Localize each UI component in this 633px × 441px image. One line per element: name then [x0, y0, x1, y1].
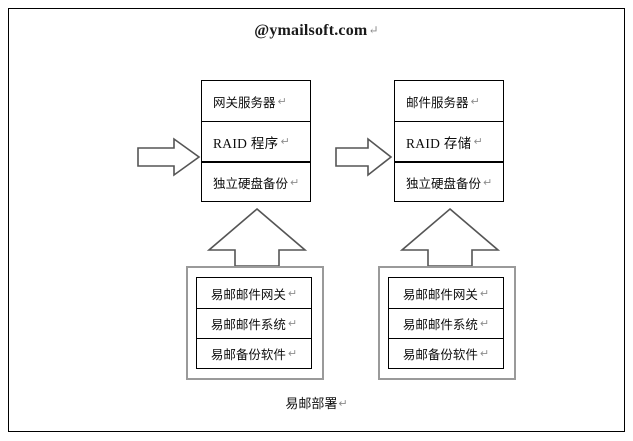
pilcrow-mark: ↵: [368, 23, 379, 37]
stack-row-label: 易邮邮件系统: [210, 317, 286, 332]
mail-server-stack-box: 邮件服务器↵ RAID 存储↵ 独立硬盘备份↵: [394, 80, 504, 202]
stack-row-label: 易邮邮件系统: [402, 317, 478, 332]
pilcrow-mark: ↵: [280, 135, 290, 148]
diagram-caption: 易邮部署↵: [0, 393, 633, 412]
pilcrow-mark: ↵: [287, 286, 298, 300]
diagram-title: @ymailsoft.com↵: [0, 22, 633, 40]
pilcrow-mark: ↵: [479, 286, 490, 300]
stack-row: 邮件服务器↵: [395, 81, 503, 121]
pilcrow-mark: ↵: [290, 175, 300, 189]
stack-row-label: 邮件服务器: [406, 94, 469, 110]
pilcrow-mark: ↵: [277, 94, 287, 108]
stack-row: 易邮邮件系统↵: [197, 308, 311, 338]
inbound-right-arrow: [136, 136, 202, 178]
stack-row: 易邮邮件系统↵: [389, 308, 503, 338]
stack-row-label: 易邮备份软件: [402, 347, 478, 362]
stack-row-label: 易邮备份软件: [210, 347, 286, 362]
gateway-server-stack-box: 网关服务器↵ RAID 程序↵ 独立硬盘备份↵: [201, 80, 311, 202]
diagram-title-text: @ymailsoft.com: [254, 22, 368, 39]
stack-row: 网关服务器↵: [202, 81, 310, 121]
pilcrow-mark: ↵: [470, 94, 480, 108]
ymail-products-left-stack-box: 易邮邮件网关↵ 易邮邮件系统↵ 易邮备份软件↵: [196, 277, 312, 369]
right-products-up-arrow: [398, 206, 502, 268]
stack-row: RAID 程序↵: [202, 121, 310, 161]
pilcrow-mark: ↵: [287, 347, 298, 360]
left-products-up-arrow: [205, 206, 309, 268]
ymail-products-right-stack-box: 易邮邮件网关↵ 易邮邮件系统↵ 易邮备份软件↵: [388, 277, 504, 369]
stack-row-label: 易邮邮件网关: [402, 286, 478, 302]
stack-row: 易邮邮件网关↵: [389, 278, 503, 308]
pilcrow-mark: ↵: [338, 397, 348, 410]
stack-row-label: 网关服务器: [213, 94, 276, 110]
stack-row: 独立硬盘备份↵: [202, 161, 310, 201]
stack-row-label: RAID 程序: [213, 135, 279, 151]
stack-row: 易邮备份软件↵: [197, 338, 311, 368]
stack-row-label: 独立硬盘备份: [406, 175, 482, 191]
pilcrow-mark: ↵: [483, 175, 493, 189]
gateway-to-mail-right-arrow: [334, 136, 394, 178]
stack-row: 易邮邮件网关↵: [197, 278, 311, 308]
pilcrow-mark: ↵: [473, 135, 483, 148]
pilcrow-mark: ↵: [479, 347, 490, 360]
pilcrow-mark: ↵: [479, 317, 490, 330]
stack-row-label: 独立硬盘备份: [213, 175, 289, 191]
stack-row: 易邮备份软件↵: [389, 338, 503, 368]
stack-row-label: 易邮邮件网关: [210, 286, 286, 302]
stack-row: RAID 存储↵: [395, 121, 503, 161]
stack-row: 独立硬盘备份↵: [395, 161, 503, 201]
stack-row-label: RAID 存储: [406, 135, 472, 151]
pilcrow-mark: ↵: [287, 317, 298, 330]
diagram-caption-text: 易邮部署: [285, 397, 338, 412]
